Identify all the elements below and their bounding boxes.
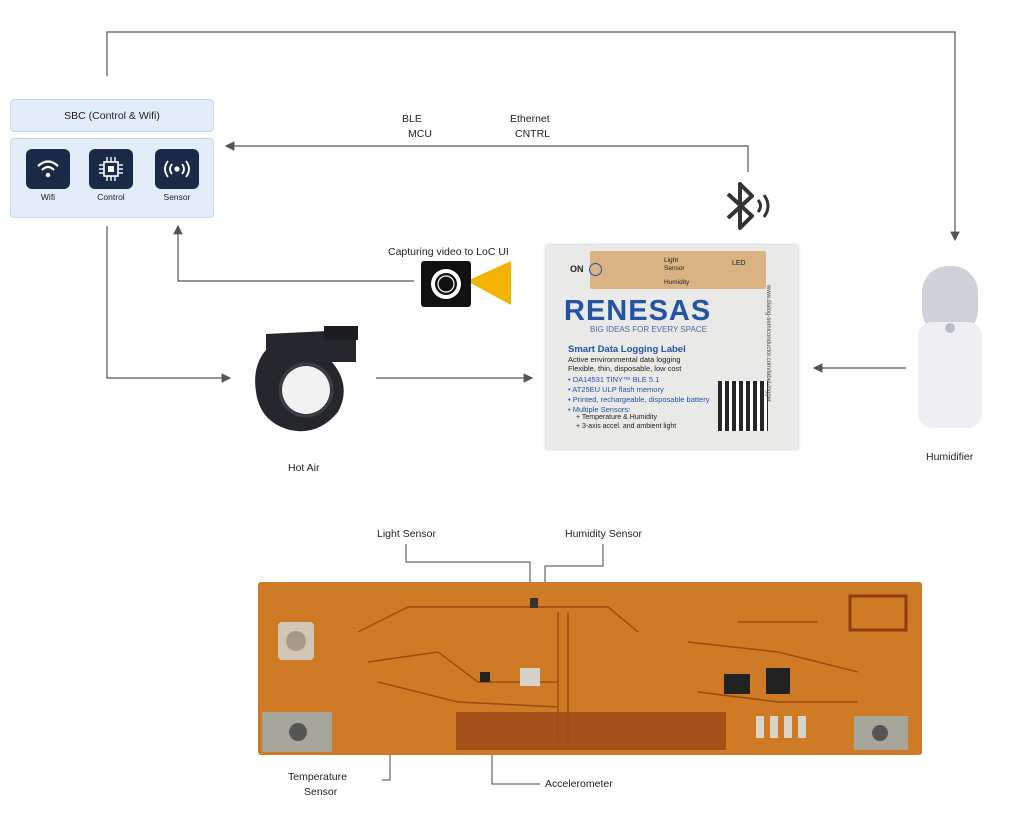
card-line: Flexible, thin, disposable, low cost <box>568 364 682 373</box>
on-label: ON <box>570 264 584 274</box>
pcb-board <box>258 582 922 755</box>
sbc-item-control: Control <box>89 149 133 202</box>
bluetooth-icon <box>724 180 774 241</box>
qr-code-icon <box>718 381 768 431</box>
card-line: + Temperature & Humidity <box>576 414 657 421</box>
card-line: + 3-axis accel. and ambient light <box>576 423 677 430</box>
sbc-item-label: Wifi <box>40 192 56 202</box>
temperature-callout-line2: Sensor <box>304 786 338 798</box>
ble-to-sbc-line <box>224 141 749 172</box>
temperature-callout-line1: Temperature <box>288 771 347 783</box>
sbc-panel: Wifi Control Sensor <box>10 138 214 218</box>
card-line: • DA14531 TINY™ BLE 5.1 <box>568 375 660 384</box>
led-text: LED <box>732 260 746 267</box>
smart-label-card: ON Light Sensor LED Humidity RENESAS BIG… <box>546 245 798 449</box>
humidity-sensor-callout: Humidity Sensor <box>565 528 643 540</box>
sbc-item-wifi: Wifi <box>26 149 70 202</box>
cntrl-label: CNTRL <box>515 128 551 140</box>
capture-label: Capturing video to LoC UI <box>388 246 509 258</box>
sbc-item-sensor: Sensor <box>155 149 199 202</box>
light-sensor-callout: Light Sensor <box>377 528 436 540</box>
camera-icon <box>421 261 513 312</box>
chip-icon <box>89 149 133 189</box>
sbc-title: SBC (Control & Wifi) <box>64 109 160 122</box>
accelerometer-callout: Accelerometer <box>545 778 613 790</box>
card-title: Smart Data Logging Label <box>568 344 686 355</box>
sensor-text: Sensor <box>664 265 685 272</box>
sbc-item-label: Control <box>97 192 125 202</box>
light-text: Light <box>664 257 679 264</box>
sbc-to-humidifier-line <box>106 31 960 242</box>
sbc-item-label: Sensor <box>163 192 191 202</box>
wifi-icon <box>26 149 70 189</box>
sensor-icon <box>155 149 199 189</box>
humidity-text: Humidity <box>664 279 690 286</box>
card-line: • AT25EU ULP flash memory <box>568 385 664 394</box>
brand-tagline: BIG IDEAS FOR EVERY SPACE <box>590 325 707 334</box>
brand-logo: RENESAS <box>564 295 712 327</box>
sbc-to-hot-air-line <box>106 226 232 383</box>
card-line: Active environmental data logging <box>568 355 681 364</box>
card-line: • Multiple Sensors: <box>568 405 631 414</box>
light-sensor-leader <box>405 544 531 598</box>
mcu-label: MCU <box>408 128 432 140</box>
sbc-header: SBC (Control & Wifi) <box>10 99 214 132</box>
camera-to-sbc-line <box>173 224 414 282</box>
card-line: • Printed, rechargeable, disposable batt… <box>568 395 710 404</box>
blower-fan-icon <box>252 326 360 441</box>
humidifier-label: Humidifier <box>926 451 974 463</box>
hot-air-label: Hot Air <box>288 462 320 474</box>
humidifier-icon <box>916 266 984 435</box>
on-switch-icon <box>589 263 602 276</box>
card-url: www.dialog-semiconductor.com/label-logge… <box>765 285 771 403</box>
label-sensor-strip <box>590 251 766 289</box>
ble-label: BLE <box>402 113 422 125</box>
ethernet-label: Ethernet <box>510 113 550 125</box>
